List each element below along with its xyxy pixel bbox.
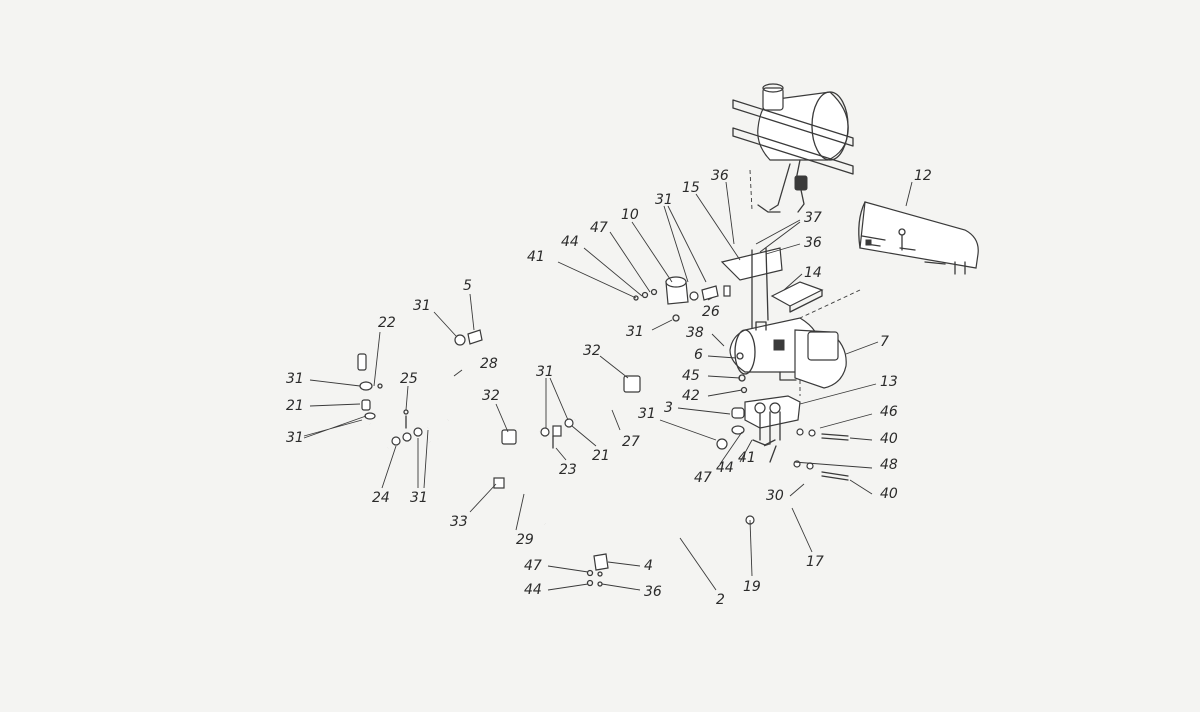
callout-31: 31	[638, 406, 656, 422]
callout-31: 31	[286, 371, 304, 387]
callout-6: 6	[694, 347, 703, 363]
callout-41: 41	[738, 450, 756, 466]
callout-24: 24	[372, 490, 390, 506]
fuel-tank-assembly	[732, 83, 854, 213]
callout-46: 46	[880, 404, 898, 420]
center-fittings	[540, 418, 574, 449]
clamp-4	[586, 553, 609, 587]
callout-13: 13	[880, 374, 898, 390]
callout-31: 31	[536, 364, 554, 380]
callout-47: 47	[590, 220, 608, 236]
hose-29	[429, 438, 728, 500]
assembly-links	[749, 169, 861, 396]
hose-27	[574, 332, 679, 423]
callout-14: 14	[804, 265, 822, 281]
callout-5: 5	[463, 278, 472, 294]
callout-40: 40	[880, 431, 898, 447]
callout-31: 31	[286, 430, 304, 446]
callout-labels: 12 36 15 31 10 47 44 41 37 36 14 26 31 3…	[286, 168, 932, 608]
callout-33: 33	[450, 514, 468, 530]
left-fittings	[357, 353, 450, 454]
callout-31: 31	[413, 298, 431, 314]
callout-4: 4	[644, 558, 653, 574]
mounting-bracket	[720, 247, 824, 331]
fuel-filter	[633, 276, 748, 394]
callout-2: 2	[716, 592, 725, 608]
callout-30: 30	[766, 488, 784, 504]
exhaust-pipe	[543, 445, 777, 551]
callout-29: 29	[516, 532, 534, 548]
callout-27: 27	[622, 434, 640, 450]
pump-bracket	[731, 395, 801, 446]
callout-44: 44	[716, 460, 734, 476]
callout-45: 45	[682, 368, 700, 384]
callout-38: 38	[686, 325, 704, 341]
callout-31: 31	[410, 490, 428, 506]
callout-48: 48	[880, 457, 898, 473]
callout-26: 26	[702, 304, 720, 320]
heater-unit	[729, 317, 847, 389]
heat-shield	[858, 201, 979, 275]
hose-28	[437, 329, 541, 445]
callout-36: 36	[711, 168, 729, 184]
callout-37: 37	[804, 210, 822, 226]
callout-42: 42	[682, 388, 700, 404]
callout-44: 44	[561, 234, 579, 250]
callout-44: 44	[524, 582, 542, 598]
callout-31: 31	[655, 192, 673, 208]
callout-36: 36	[804, 235, 822, 251]
callout-10: 10	[621, 207, 639, 223]
callout-12: 12	[914, 168, 932, 184]
callout-21: 21	[286, 398, 304, 414]
callout-25: 25	[400, 371, 418, 387]
callout-17: 17	[806, 554, 824, 570]
callout-28: 28	[480, 356, 498, 372]
callout-15: 15	[682, 180, 700, 196]
callout-40: 40	[880, 486, 898, 502]
callout-47: 47	[694, 470, 712, 486]
callout-7: 7	[880, 334, 889, 350]
callout-31: 31	[626, 324, 644, 340]
bolt-set-right	[793, 428, 849, 481]
callout-47: 47	[524, 558, 542, 574]
callout-36: 36	[644, 584, 662, 600]
callout-41: 41	[527, 249, 545, 265]
callout-32: 32	[482, 388, 500, 404]
callout-23: 23	[559, 462, 577, 478]
callout-32: 32	[583, 343, 601, 359]
callout-22: 22	[378, 315, 396, 331]
callout-3: 3	[664, 400, 673, 416]
pipe-17	[745, 480, 833, 526]
callout-21: 21	[592, 448, 610, 464]
callout-19: 19	[743, 579, 761, 595]
leader-lines	[303, 181, 913, 591]
